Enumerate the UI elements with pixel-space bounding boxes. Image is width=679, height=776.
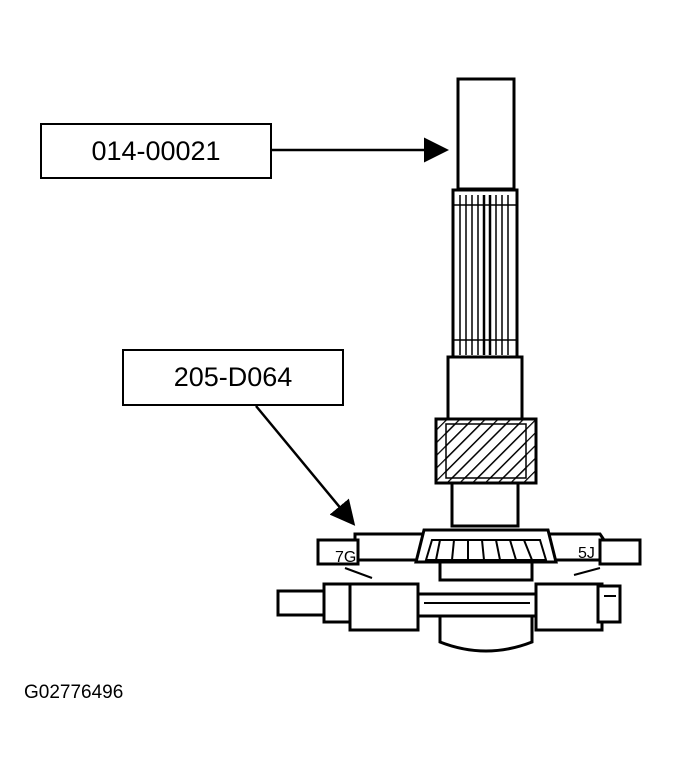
tapered-roller-bearing bbox=[414, 528, 558, 582]
splined-shaft bbox=[451, 188, 519, 359]
callout-box-shaft-tool: 014-00021 bbox=[40, 123, 272, 179]
svg-text:7G: 7G bbox=[335, 549, 356, 566]
helical-gear bbox=[434, 417, 538, 485]
svg-text:5J: 5J bbox=[578, 545, 595, 562]
leader-line-fixture-tool bbox=[255, 405, 356, 526]
fixture-crossbar bbox=[276, 582, 622, 632]
shaft-tool-cap bbox=[456, 77, 516, 191]
callout-box-fixture-tool: 205-D064 bbox=[122, 349, 344, 406]
callout-label-shaft-tool: 014-00021 bbox=[91, 135, 221, 166]
shaft-collar bbox=[446, 355, 524, 421]
figure-id: G02776496 bbox=[24, 682, 124, 703]
callout-label-fixture-tool: 205-D064 bbox=[173, 362, 293, 392]
lower-shaft bbox=[450, 481, 520, 528]
bottom-hub bbox=[438, 614, 534, 653]
